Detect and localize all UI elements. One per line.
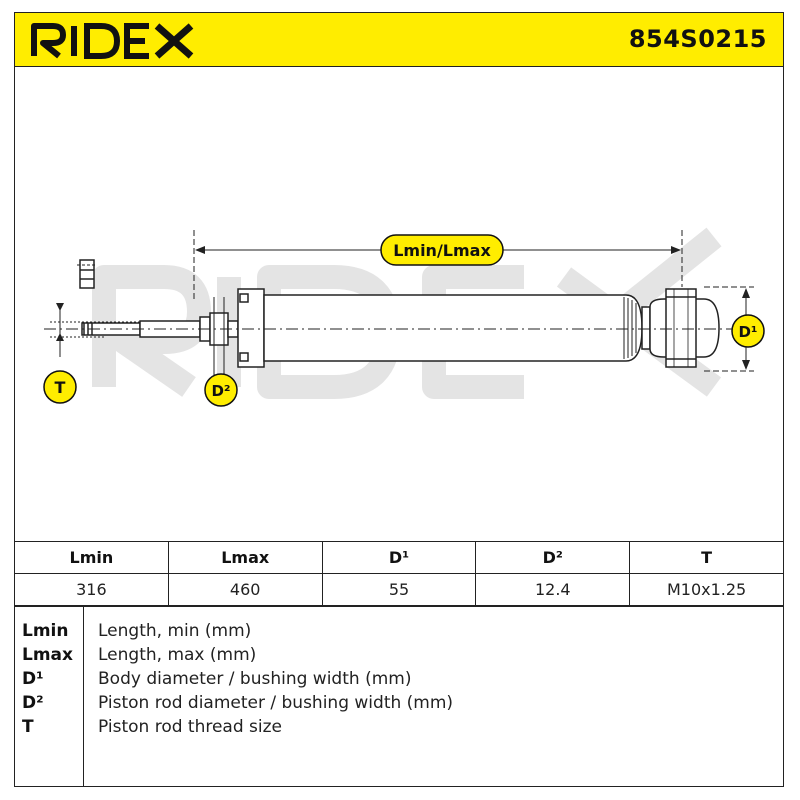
rod-diameter-dimension — [213, 297, 225, 387]
spec-table-value-row: 316 460 55 12.4 M10x1.25 — [14, 573, 784, 606]
length-label: Lmin/Lmax — [393, 241, 491, 260]
header-lmin: Lmin — [14, 541, 169, 574]
spec-table: Lmin Lmax D¹ D² T 316 460 55 12.4 M10x1.… — [14, 541, 784, 606]
legend-description: Piston rod diameter / bushing width (mm) — [98, 693, 454, 713]
legend-symbol: D² — [22, 693, 44, 713]
thread-label: T — [55, 378, 66, 397]
diagram-svg: Lmin/Lmax T — [43, 227, 765, 407]
nut-part — [77, 259, 97, 289]
spec-table-header-row: Lmin Lmax D¹ D² T — [14, 541, 784, 574]
legend-item: D² Piston rod diameter / bushing width (… — [14, 693, 784, 717]
header-d1: D¹ — [321, 541, 477, 574]
legend-symbol: D¹ — [22, 669, 44, 689]
legend-symbol: T — [22, 717, 34, 737]
legend-item: D¹ Body diameter / bushing width (mm) — [14, 669, 784, 693]
legend-description: Length, min (mm) — [98, 621, 252, 641]
header-d2: D² — [475, 541, 631, 574]
header-t: T — [629, 541, 784, 574]
legend-symbol: Lmax — [22, 645, 73, 665]
body-diameter-label: D¹ — [738, 323, 757, 341]
legend-item: Lmin Length, min (mm) — [14, 621, 784, 645]
thread-label-badge: T — [43, 370, 77, 404]
eye-bushing — [641, 288, 720, 368]
value-lmax: 460 — [167, 573, 323, 606]
legend-item: Lmax Length, max (mm) — [14, 645, 784, 669]
ridex-logo-graphic — [31, 23, 194, 59]
legend-symbol: Lmin — [22, 621, 69, 641]
value-d1: 55 — [321, 573, 477, 606]
value-t: M10x1.25 — [629, 573, 784, 606]
legend-description: Piston rod thread size — [98, 717, 283, 737]
ridex-logo — [31, 20, 201, 65]
value-d2: 12.4 — [475, 573, 631, 606]
legend-description: Body diameter / bushing width (mm) — [98, 669, 412, 689]
shock-absorber-drawing: Lmin/Lmax T — [14, 67, 784, 542]
rod-diameter-label-badge: D² — [204, 373, 238, 407]
body-diameter-label-badge: D¹ — [731, 314, 765, 348]
damper-body — [263, 294, 643, 362]
thread-dimension — [50, 303, 144, 357]
legend: Lmin Length, min (mm) Lmax Length, max (… — [14, 606, 784, 787]
legend-divider — [83, 607, 84, 787]
part-number: 854S0215 — [628, 25, 767, 53]
legend-description: Length, max (mm) — [98, 645, 257, 665]
value-lmin: 316 — [14, 573, 169, 606]
mount-plate — [237, 288, 265, 368]
length-label-badge: Lmin/Lmax — [380, 234, 504, 266]
legend-item: T Piston rod thread size — [14, 717, 784, 741]
header-bar: 854S0215 — [14, 12, 784, 67]
rod-diameter-label: D² — [211, 382, 230, 400]
header-lmax: Lmax — [167, 541, 323, 574]
